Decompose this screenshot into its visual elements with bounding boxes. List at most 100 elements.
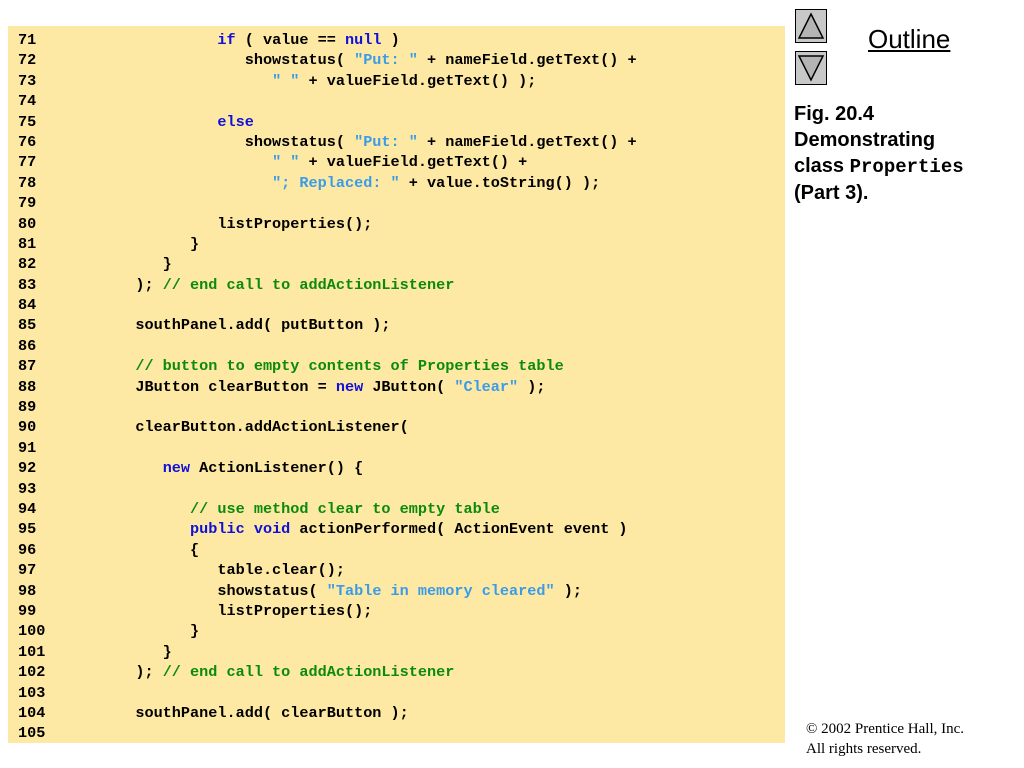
line-code: else	[108, 112, 254, 132]
code-token	[108, 520, 190, 538]
line-code: new ActionListener() {	[108, 458, 364, 478]
keyword-token: new	[162, 459, 191, 478]
line-code: ); // end call to addActionListener	[108, 662, 454, 682]
line-number: 71	[18, 31, 37, 49]
figure-caption: Fig. 20.4 Demonstrating class Properties…	[794, 101, 1019, 206]
code-line: 89	[8, 397, 785, 417]
code-line: 71 if ( value == null )	[8, 30, 785, 50]
copyright-text: © 2002 Prentice Hall, Inc.	[806, 721, 965, 737]
line-code: // use method clear to empty table	[108, 499, 500, 519]
code-listing: 71 if ( value == null )72 showstatus( "P…	[8, 26, 785, 743]
keyword-token: void	[253, 520, 291, 539]
line-number: 73	[18, 71, 37, 90]
line-code: southPanel.add( putButton );	[108, 315, 391, 335]
line-code: table.clear();	[108, 560, 345, 580]
code-token: }	[108, 234, 200, 253]
line-number: 89	[18, 398, 37, 417]
string-token: " "	[272, 71, 300, 90]
line-number: 95	[18, 520, 37, 539]
line-number: 84	[18, 296, 37, 315]
line-code: ); // end call to addActionListener	[108, 275, 454, 295]
code-token: JButton(	[363, 377, 455, 396]
code-token: clearButton.addActionListener(	[108, 418, 409, 437]
code-line: 88 JButton clearButton = new JButton( "C…	[8, 377, 785, 397]
line-number: 96	[18, 540, 37, 559]
keyword-token: else	[217, 112, 254, 131]
code-token: );	[518, 377, 546, 396]
comment-token: // use method clear to empty table	[190, 499, 500, 518]
line-number: 94	[18, 499, 37, 518]
code-token: )	[381, 31, 400, 49]
previous-slide-button[interactable]	[795, 9, 827, 43]
code-line: 102 ); // end call to addActionListener	[8, 662, 785, 682]
code-line: 103	[8, 683, 785, 703]
outline-link[interactable]: Outline	[868, 24, 951, 54]
code-line: 75 else	[8, 112, 785, 132]
line-number: 80	[18, 214, 37, 233]
line-number: 99	[18, 601, 37, 620]
code-token: showstatus(	[108, 132, 355, 151]
line-code: }	[108, 234, 199, 254]
code-token	[108, 72, 272, 90]
code-line: 91	[8, 438, 785, 458]
keyword-token: null	[344, 31, 382, 49]
code-token: + valueField.getText() );	[299, 71, 537, 90]
line-code: listProperties();	[108, 214, 372, 234]
code-line: 78 "; Replaced: " + value.toString() );	[8, 173, 785, 193]
line-number: 103	[18, 683, 46, 702]
keyword-token: new	[335, 377, 364, 396]
line-code: " " + valueField.getText() +	[108, 152, 527, 172]
comment-token: // end call to addActionListener	[162, 663, 455, 682]
code-line: 84	[8, 295, 785, 315]
line-number: 90	[18, 418, 37, 437]
line-number: 104	[18, 703, 46, 722]
code-line: 87 // button to empty contents of Proper…	[8, 356, 785, 376]
next-slide-button[interactable]	[795, 51, 827, 85]
line-number: 75	[18, 112, 37, 131]
code-line: 100 }	[8, 621, 785, 641]
line-number: 72	[18, 51, 37, 70]
string-token: "Put: "	[354, 132, 418, 151]
code-token	[108, 153, 272, 171]
line-code: showstatus( "Put: " + nameField.getText(…	[108, 132, 637, 152]
code-line: 76 showstatus( "Put: " + nameField.getTe…	[8, 132, 785, 152]
code-token	[108, 31, 217, 49]
line-code: public void actionPerformed( ActionEvent…	[108, 519, 628, 539]
code-line: 79	[8, 193, 785, 213]
line-code: southPanel.add( clearButton );	[108, 703, 409, 723]
line-code: clearButton.addActionListener(	[108, 417, 409, 437]
caption-line-3: class Properties	[794, 153, 1019, 180]
caption-line-2: Demonstrating	[794, 129, 936, 151]
code-token: JButton clearButton =	[108, 377, 336, 396]
line-number: 98	[18, 581, 37, 600]
keyword-token: public	[190, 520, 245, 539]
code-line: 73 " " + valueField.getText() );	[8, 71, 785, 91]
code-token: listProperties();	[108, 214, 373, 233]
code-token: showstatus(	[108, 51, 355, 70]
code-token: ActionListener() {	[190, 459, 364, 478]
line-number: 78	[18, 173, 37, 192]
line-number: 81	[18, 234, 37, 253]
code-token: );	[554, 581, 582, 600]
caption-class-word: class	[794, 155, 850, 177]
string-token: " "	[272, 153, 300, 172]
line-number: 87	[18, 357, 37, 376]
code-token	[108, 500, 190, 518]
code-token: }	[108, 642, 172, 661]
code-token: ( value ==	[235, 31, 345, 49]
line-number: 88	[18, 377, 37, 396]
line-number: 83	[18, 275, 37, 294]
code-line: 101 }	[8, 642, 785, 662]
string-token: "Clear"	[454, 377, 519, 396]
line-code: // button to empty contents of Propertie…	[108, 356, 563, 376]
code-token: southPanel.add( putButton );	[108, 316, 391, 335]
code-token: southPanel.add( clearButton );	[108, 703, 409, 722]
code-token	[245, 520, 254, 538]
caption-line-1: Fig. 20.4	[794, 103, 875, 125]
line-code: }	[108, 621, 199, 641]
line-code: if ( value == null )	[108, 30, 400, 50]
code-token	[108, 174, 272, 192]
line-number: 82	[18, 255, 37, 274]
line-code: {	[108, 540, 199, 560]
code-token: listProperties();	[108, 601, 373, 620]
